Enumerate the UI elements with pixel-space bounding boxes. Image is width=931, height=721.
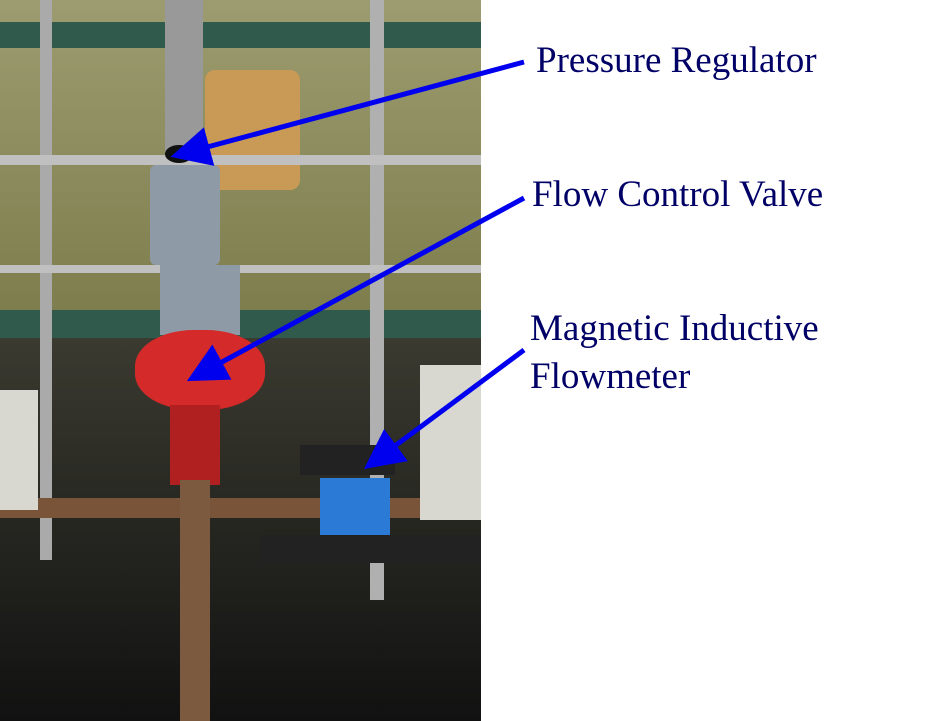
horizontal-bar: [0, 265, 481, 273]
horizontal-bar: [0, 155, 481, 165]
green-rail-top: [0, 22, 481, 48]
arrow-pressure-regulator: [170, 59, 525, 166]
label-flowmeter-line1: Magnetic Inductive: [530, 308, 819, 349]
chair: [205, 70, 300, 190]
label-flow-control-valve: Flow Control Valve: [532, 174, 824, 215]
valve-top-housing: [160, 265, 240, 335]
support-post: [180, 480, 210, 721]
valve-stem: [170, 405, 220, 485]
pressure-regulator-body: [150, 165, 220, 265]
vertical-pole-left: [40, 0, 52, 560]
left-box: [0, 390, 38, 510]
support-rail: [260, 535, 481, 563]
label-flowmeter-line2: Flowmeter: [530, 356, 691, 397]
arrow-flow-control-valve: [186, 195, 526, 382]
green-rail-middle: [0, 310, 481, 338]
arrow-flowmeter: [363, 347, 526, 469]
apparatus-photo: [0, 0, 481, 721]
label-pressure-regulator: Pressure Regulator: [536, 40, 817, 81]
